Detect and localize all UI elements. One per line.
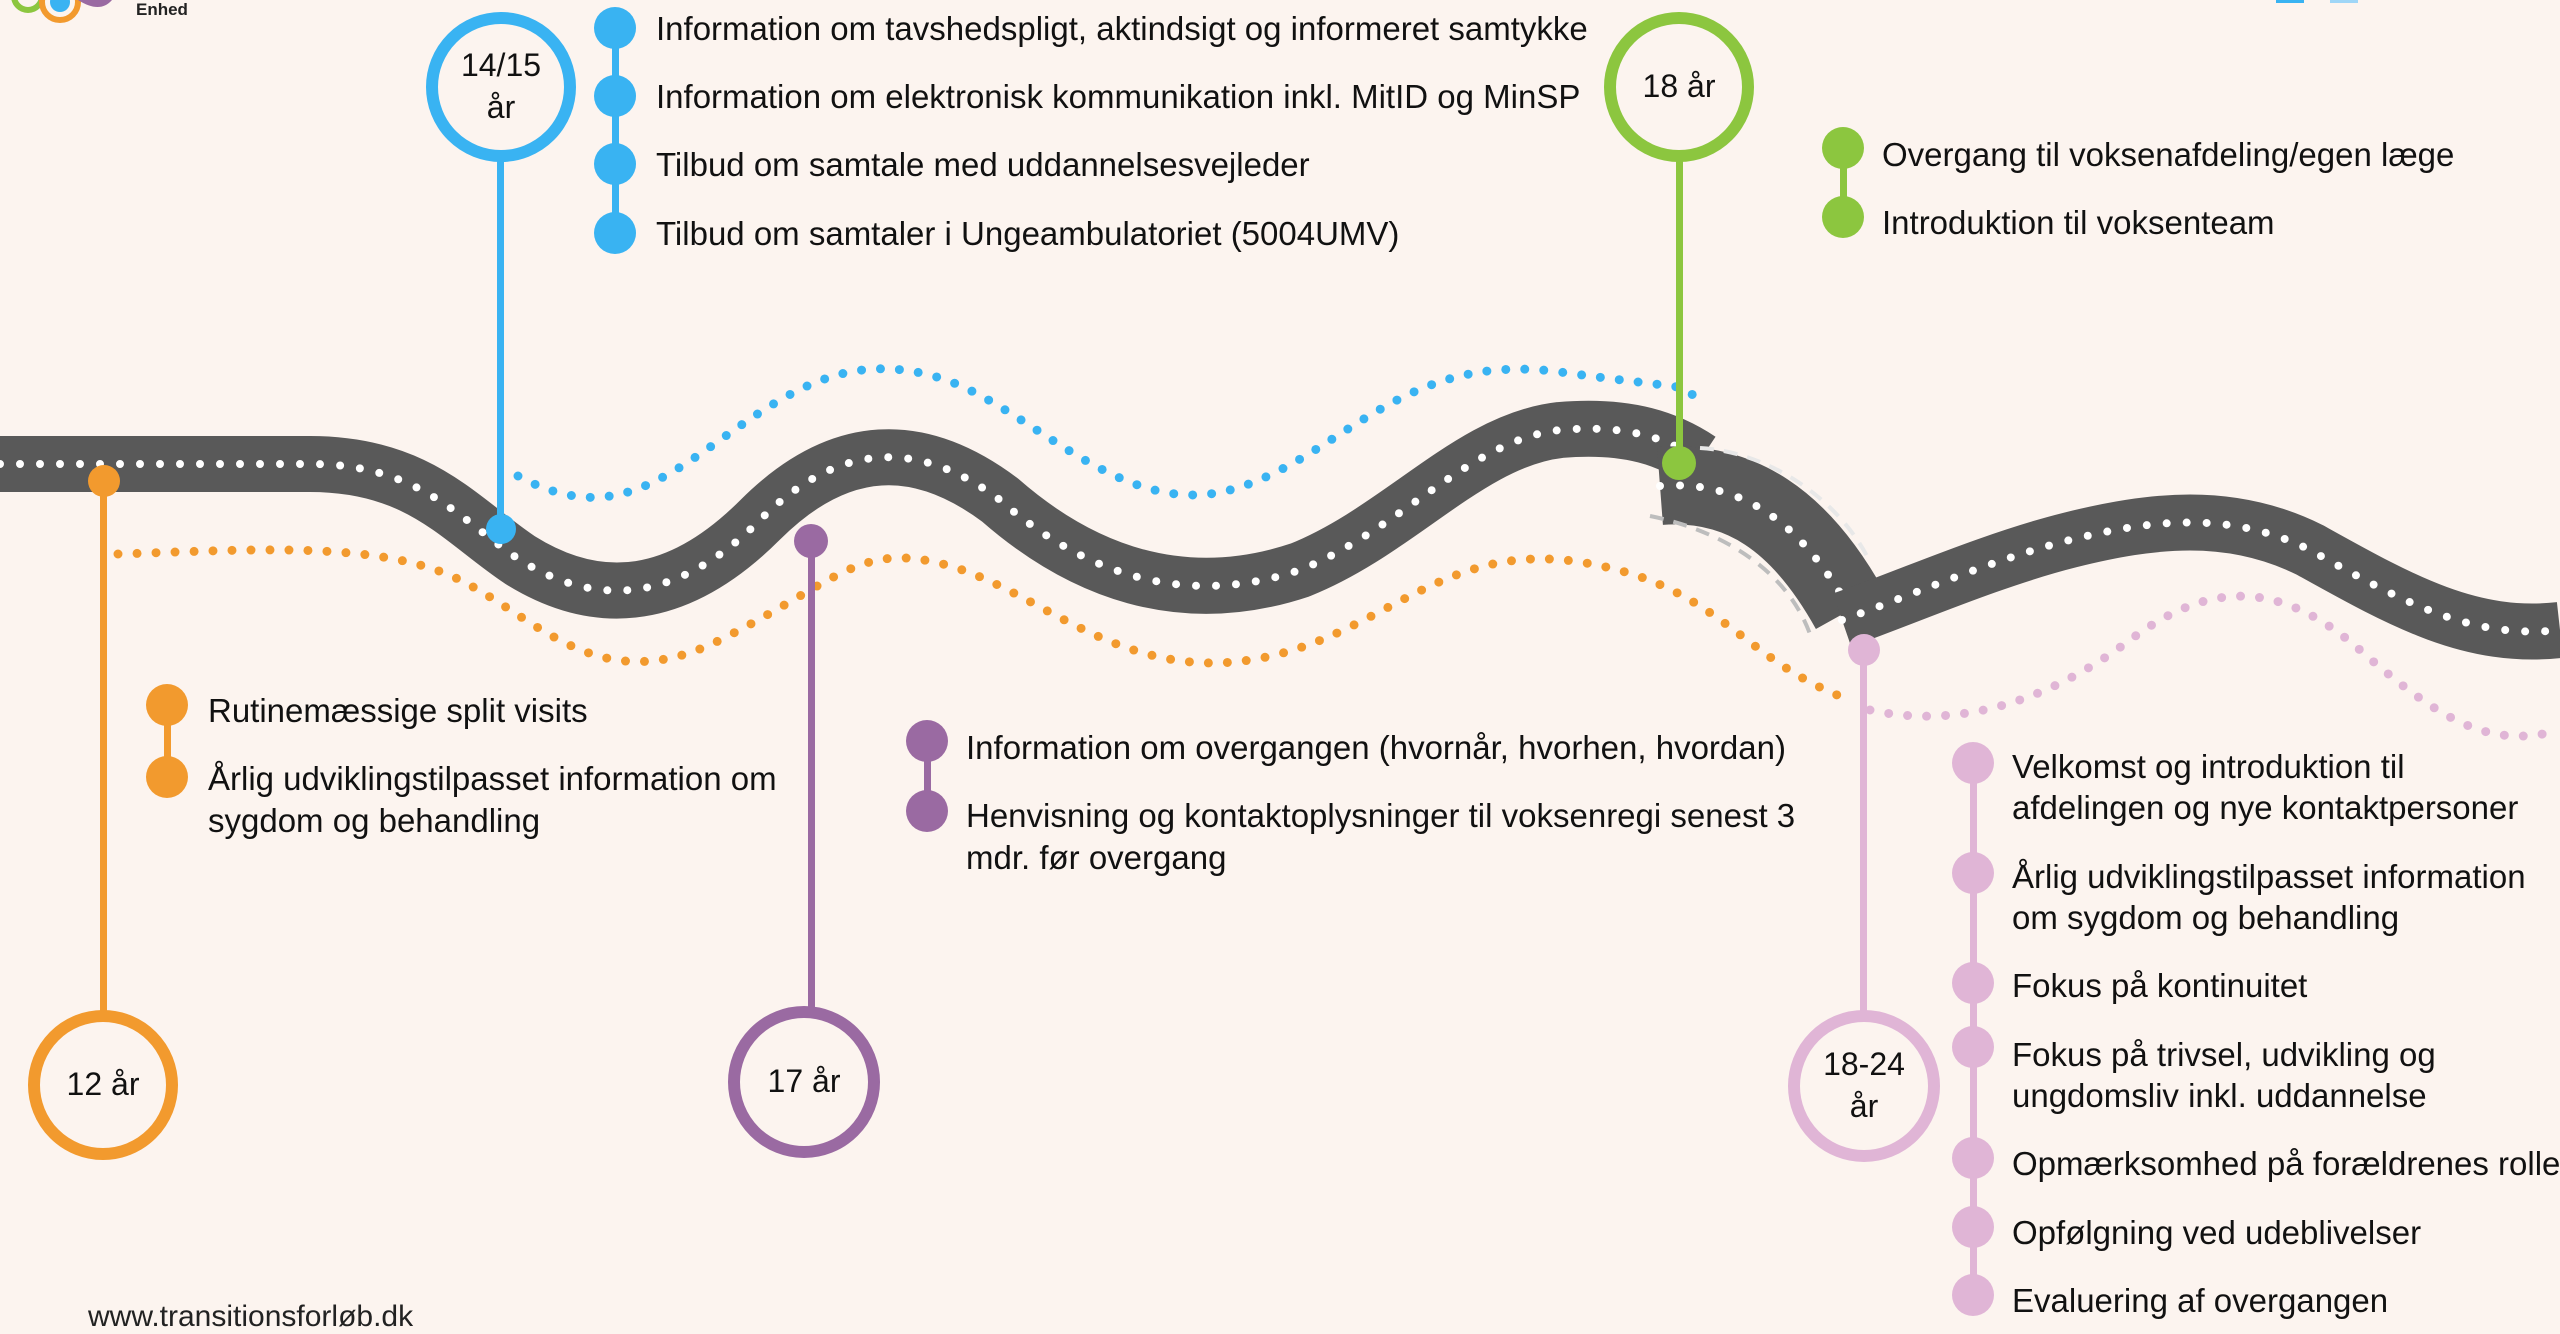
green-road-marker xyxy=(1662,446,1696,480)
list-item: Information om tavshedspligt, aktindsigt… xyxy=(656,10,1588,47)
milestone-18-24-years: 18-24 år xyxy=(1788,1010,1940,1162)
list-item: Tilbud om samtale med uddannelsesvejlede… xyxy=(656,146,1310,183)
milestone-label: 12 år xyxy=(66,1066,140,1103)
green-bullet xyxy=(1822,127,1864,169)
green-bullet xyxy=(1822,196,1864,238)
list-item: om sygdom og behandling xyxy=(2012,899,2400,936)
milestone-17-years: 17 år xyxy=(728,1006,880,1158)
list-item: sygdom og behandling xyxy=(208,802,541,839)
list-item: Information om overgangen (hvornår, hvor… xyxy=(966,729,1786,766)
milestone-label: 18-24 xyxy=(1823,1046,1905,1083)
corner-mark xyxy=(2330,0,2358,3)
list-item: Information om elektronisk kommunikation… xyxy=(656,78,1581,115)
milestone-label: år xyxy=(1849,1088,1879,1124)
orange-connector-line xyxy=(100,490,107,1014)
road-bridge xyxy=(1657,446,1885,630)
list-item: Årlig udviklingstilpasset information xyxy=(2012,858,2526,895)
milestone-label: år xyxy=(486,89,516,125)
blue-dotted-path xyxy=(513,364,1705,502)
green-connector-line xyxy=(1676,158,1683,458)
milestone-12-years: 12 år xyxy=(28,1010,178,1160)
list-item: Introduktion til voksenteam xyxy=(1882,204,2275,241)
list-item: Rutinemæssige split visits xyxy=(208,692,588,729)
blue-bullet xyxy=(594,143,636,185)
list-item: Fokus på trivsel, udvikling og xyxy=(2012,1036,2436,1073)
milestone-label: 18 år xyxy=(1642,68,1716,105)
road-right xyxy=(1832,494,2560,660)
pink-dotted-path xyxy=(1865,591,2560,741)
list-item: Fokus på kontinuitet xyxy=(2012,967,2308,1004)
pink-bullet xyxy=(1952,1137,1994,1179)
orange-list-line xyxy=(164,706,171,778)
milestone-label: 17 år xyxy=(767,1063,841,1100)
orange-bullet xyxy=(146,756,188,798)
list-item: Henvisning og kontaktoplysninger til vok… xyxy=(966,797,1796,834)
pink-bullet xyxy=(1952,742,1994,784)
orange-bullet xyxy=(146,684,188,726)
pink-bullet xyxy=(1952,962,1994,1004)
list-item: ungdomsliv inkl. uddannelse xyxy=(2012,1077,2427,1114)
blue-list-line xyxy=(612,28,619,234)
purple-bullet xyxy=(906,790,948,832)
blue-bullet xyxy=(594,7,636,49)
pink-bullet xyxy=(1952,852,1994,894)
list-item: Opfølgning ved udeblivelser xyxy=(2012,1214,2422,1251)
logo-mark xyxy=(11,0,112,23)
purple-connector-line xyxy=(808,550,815,1010)
blue-bullet xyxy=(594,212,636,254)
pink-bullet xyxy=(1952,1206,1994,1248)
list-item: Opmærksomhed på forældrenes rolle xyxy=(2012,1145,2560,1182)
corner-mark xyxy=(2276,0,2304,3)
purple-bullet xyxy=(906,720,948,762)
pink-connector-line xyxy=(1860,660,1867,1014)
orange-dotted-path xyxy=(113,545,1855,705)
blue-connector-line xyxy=(497,158,504,528)
pink-bullet xyxy=(1952,1274,1994,1316)
list-item: Velkomst og introduktion til xyxy=(2012,748,2405,785)
footer-url: www.transitionsforløb.dk xyxy=(88,1300,414,1333)
purple-list-line xyxy=(924,742,931,812)
list-item: Tilbud om samtaler i Ungeambulatoriet (5… xyxy=(656,215,1400,252)
logo-label: Enhed xyxy=(136,0,188,19)
milestone-18-years: 18 år xyxy=(1604,12,1754,162)
list-item: Årlig udviklingstilpasset information om xyxy=(208,760,777,797)
pink-bullet xyxy=(1952,1026,1994,1068)
list-item: Evaluering af overgangen xyxy=(2012,1282,2389,1319)
green-list-line xyxy=(1840,148,1847,218)
list-item: afdelingen og nye kontaktpersoner xyxy=(2012,789,2519,826)
blue-bullet xyxy=(594,75,636,117)
milestone-label: 14/15 xyxy=(460,47,542,84)
milestone-14-15-years: 14/15 år xyxy=(426,12,576,162)
list-item: Overgang til voksenafdeling/egen læge xyxy=(1882,136,2455,173)
list-item: mdr. før overgang xyxy=(966,839,1227,876)
blue-road-marker xyxy=(486,514,516,544)
